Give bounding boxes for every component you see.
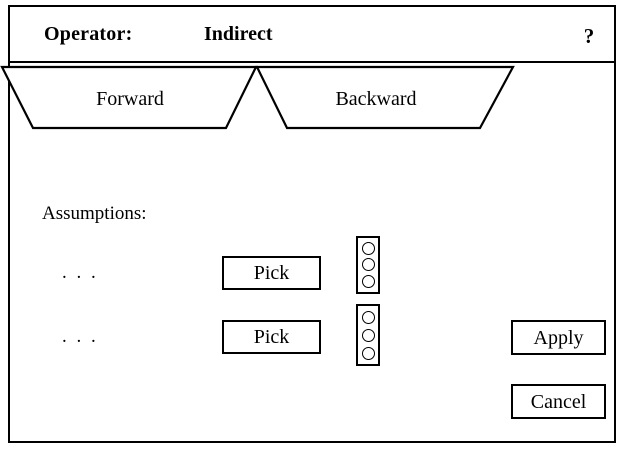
operator-value: Indirect (204, 23, 273, 45)
tab-backward[interactable]: Backward (335, 88, 417, 110)
help-icon[interactable]: ? (583, 24, 595, 48)
tab-backward-shape[interactable] (255, 65, 515, 130)
indicator-stack-2[interactable] (356, 304, 380, 366)
tab-strip: Forward Backward (0, 60, 640, 134)
pick-button-1[interactable]: Pick (222, 256, 321, 290)
apply-button[interactable]: Apply (511, 320, 606, 355)
radio-empty-icon[interactable] (361, 241, 375, 255)
tab-forward-shape[interactable] (0, 65, 258, 130)
radio-empty-icon[interactable] (361, 346, 375, 360)
indicator-stack-1[interactable] (356, 236, 380, 294)
dialog-titlebar: Operator: Indirect ? (8, 5, 616, 63)
radio-empty-icon[interactable] (361, 275, 375, 289)
radio-empty-icon[interactable] (361, 328, 375, 342)
cancel-button[interactable]: Cancel (511, 384, 606, 419)
assumption-row-1-ellipsis: . . . (62, 262, 99, 283)
radio-empty-icon[interactable] (361, 258, 375, 272)
pick-button-2[interactable]: Pick (222, 320, 321, 354)
assumptions-label: Assumptions: (42, 203, 147, 224)
tab-forward[interactable]: Forward (96, 88, 164, 110)
assumption-row-2-ellipsis: . . . (62, 326, 99, 347)
radio-empty-icon[interactable] (361, 310, 375, 324)
operator-label: Operator: (44, 23, 133, 45)
